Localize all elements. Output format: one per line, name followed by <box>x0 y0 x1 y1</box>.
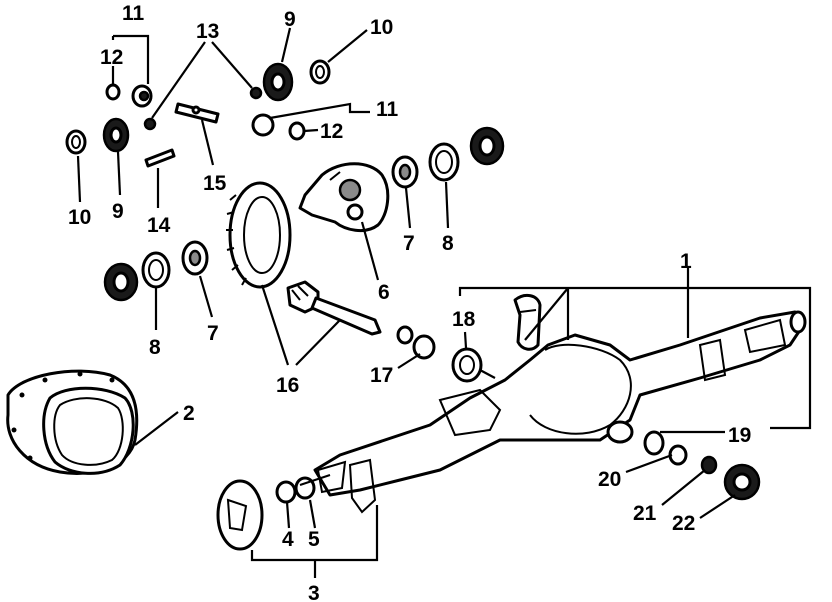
small-parts-11-12-top <box>105 83 153 108</box>
callout-11-top: 11 <box>122 2 145 25</box>
parts-20-21 <box>643 430 718 475</box>
bearing-9-left <box>102 117 130 153</box>
callout-1: 1 <box>680 250 692 273</box>
axle-flange <box>216 474 331 551</box>
callout-13: 13 <box>196 20 219 43</box>
callout-14: 14 <box>147 214 171 237</box>
callout-12-top: 12 <box>100 46 123 69</box>
callout-2: 2 <box>183 402 195 425</box>
bearing-top-right <box>469 126 505 166</box>
axle-housing <box>313 310 807 514</box>
callout-17: 17 <box>370 364 393 387</box>
bearing-7-left <box>181 240 209 276</box>
housing-bracket <box>513 293 542 351</box>
callout-3: 3 <box>308 582 320 602</box>
callout-7-right: 7 <box>403 232 415 255</box>
small-parts-11-12-mid <box>251 113 306 141</box>
race-10-top <box>309 59 331 85</box>
callout-20: 20 <box>598 468 621 491</box>
pinion-gear <box>286 280 382 336</box>
ring-gear <box>226 181 292 289</box>
callout-8-left: 8 <box>149 336 161 359</box>
callout-10-left: 10 <box>68 206 91 229</box>
pin-15 <box>174 102 220 124</box>
callout-15: 15 <box>203 172 227 195</box>
differential-case <box>298 162 390 233</box>
callout-7-left: 7 <box>207 322 219 345</box>
race-10-left <box>65 129 87 155</box>
callout-5: 5 <box>308 528 320 551</box>
small-parts-13 <box>143 86 263 131</box>
callout-9-top: 9 <box>284 8 296 31</box>
seal-18 <box>451 347 483 383</box>
callout-9-left: 9 <box>112 200 124 223</box>
callout-22: 22 <box>672 512 695 535</box>
callout-11-mid: 11 <box>376 98 399 121</box>
bolt-14 <box>144 148 176 168</box>
parts-17 <box>396 325 436 360</box>
bearing-7-right <box>391 155 419 189</box>
bearing-22 <box>723 463 761 501</box>
race-8-left <box>141 251 171 289</box>
leader-lines <box>76 27 812 578</box>
callout-labels: 1 2 3 4 5 6 7 7 8 8 9 9 10 10 11 11 12 1… <box>68 2 751 602</box>
callout-21: 21 <box>633 502 657 525</box>
callout-10-top: 10 <box>370 16 393 39</box>
callout-19: 19 <box>728 424 751 447</box>
race-8-right <box>428 142 460 182</box>
callout-8-right: 8 <box>442 232 454 255</box>
callout-16: 16 <box>276 374 299 397</box>
bearing-left-lower <box>103 262 139 302</box>
callout-18: 18 <box>452 308 476 331</box>
callout-4: 4 <box>282 528 294 551</box>
bearing-9-top <box>262 62 294 102</box>
differential-cover <box>6 369 139 475</box>
callout-12-mid: 12 <box>320 120 343 143</box>
callout-6: 6 <box>378 281 390 304</box>
